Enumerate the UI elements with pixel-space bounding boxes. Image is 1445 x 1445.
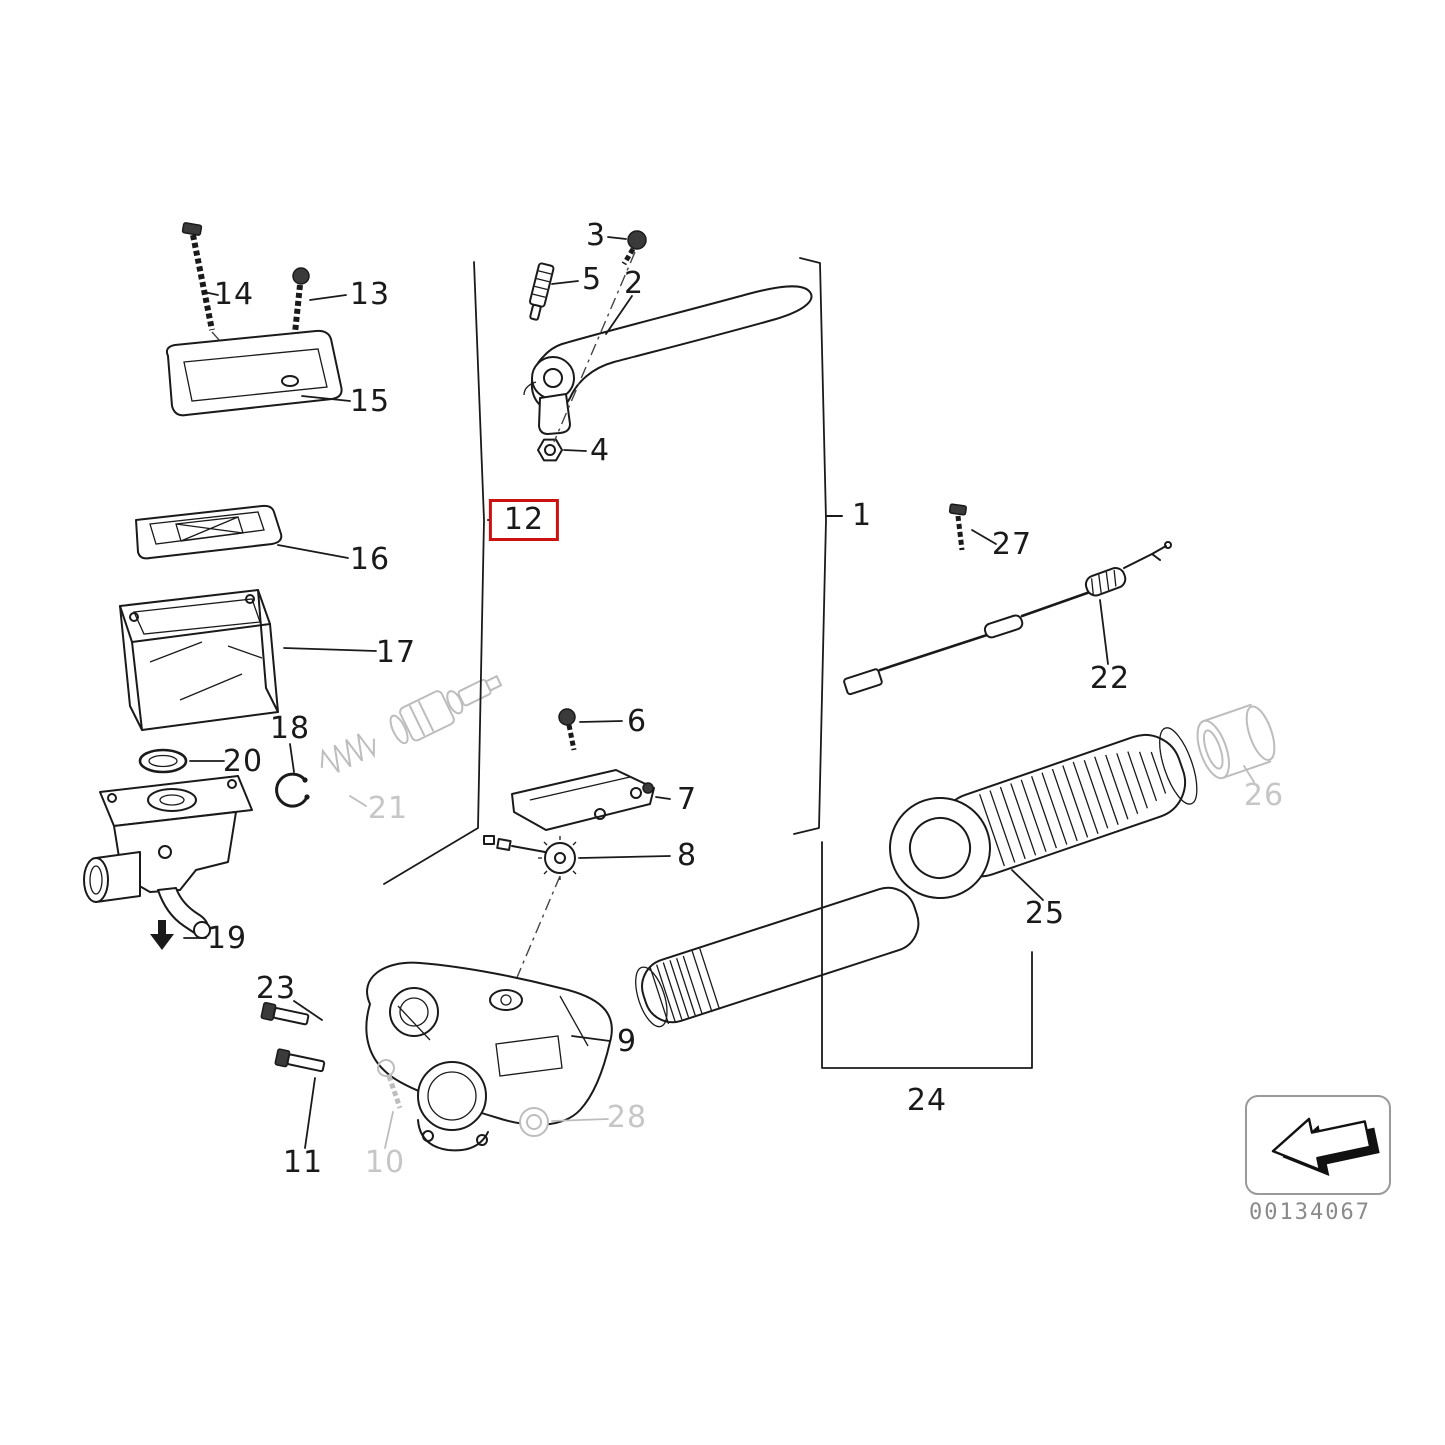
- screw-6-drawing: [558, 708, 577, 751]
- part-label-19[interactable]: 19: [206, 921, 248, 956]
- screw-10-drawing: [377, 1059, 403, 1109]
- part-label-26[interactable]: 26: [1243, 778, 1285, 813]
- part-label-21[interactable]: 21: [367, 791, 409, 826]
- leader-lines-dimmed: [349, 765, 1255, 1149]
- bracket-line-12: [383, 261, 485, 885]
- nut-28-drawing: [519, 1107, 549, 1137]
- bolt-23-drawing: [260, 1001, 310, 1026]
- part-label-12-highlighted[interactable]: 12: [488, 499, 560, 541]
- part-label-13[interactable]: 13: [349, 277, 391, 312]
- part-label-3[interactable]: 3: [585, 218, 607, 253]
- throttle-tube-drawing: [635, 886, 920, 1028]
- part-label-24[interactable]: 24: [906, 1083, 948, 1118]
- master-cylinder-19-drawing: [83, 775, 253, 939]
- screw-3-drawing: [621, 230, 647, 266]
- part-label-20[interactable]: 20: [222, 744, 264, 779]
- adjuster-pin-5-drawing: [529, 262, 555, 321]
- lever-2-drawing: [523, 285, 813, 435]
- projection-line-14: [211, 331, 229, 351]
- leader-lines: [183, 236, 1109, 1149]
- bracket-line-1: [793, 257, 827, 835]
- cable-22-drawing: [843, 541, 1172, 696]
- part-label-2[interactable]: 2: [623, 266, 645, 301]
- part-label-16[interactable]: 16: [349, 542, 391, 577]
- part-label-28[interactable]: 28: [606, 1100, 648, 1135]
- screw-14-drawing: [181, 222, 215, 331]
- part-label-1[interactable]: 1: [851, 498, 873, 533]
- part-label-18[interactable]: 18: [269, 711, 311, 746]
- part-label-14[interactable]: 14: [213, 277, 255, 312]
- circlip-18-drawing: [275, 772, 310, 808]
- brand-box: [1245, 1095, 1391, 1195]
- reservoir-17-drawing: [119, 589, 279, 731]
- part-label-22[interactable]: 22: [1089, 661, 1131, 696]
- part-label-8[interactable]: 8: [676, 838, 698, 873]
- axis-line-lever: [553, 251, 636, 443]
- part-label-23[interactable]: 23: [255, 971, 297, 1006]
- part-label-6[interactable]: 6: [626, 704, 648, 739]
- plate-7-drawing: [511, 769, 655, 831]
- reservoir-cover-15-drawing: [165, 329, 343, 417]
- grip-25-drawing: [889, 727, 1198, 899]
- screw-27-drawing: [948, 503, 967, 551]
- part-label-5[interactable]: 5: [581, 262, 603, 297]
- bracket-line-24: [821, 841, 1033, 1069]
- part-label-4[interactable]: 4: [589, 433, 611, 468]
- part-label-9[interactable]: 9: [616, 1024, 638, 1059]
- nut-4-drawing: [537, 438, 563, 462]
- housing-9-drawing: [365, 961, 613, 1152]
- part-label-11[interactable]: 11: [282, 1145, 324, 1180]
- contact-8-drawing: [483, 835, 582, 880]
- o-ring-20-drawing: [138, 748, 188, 774]
- part-label-27[interactable]: 27: [991, 527, 1033, 562]
- orientation-arrow-19: [150, 920, 174, 950]
- part-label-25[interactable]: 25: [1024, 896, 1066, 931]
- image-code: 00134067: [1249, 1200, 1371, 1225]
- diaphragm-16-drawing: [135, 504, 283, 560]
- bolt-11-drawing: [274, 1048, 326, 1073]
- part-label-10[interactable]: 10: [364, 1145, 406, 1180]
- part-label-17[interactable]: 17: [375, 635, 417, 670]
- axis-line-switch: [509, 875, 561, 995]
- part-label-7[interactable]: 7: [676, 782, 698, 817]
- piston-21-drawing: [320, 674, 503, 773]
- part-label-15[interactable]: 15: [349, 384, 391, 419]
- bushing-26-drawing: [1196, 703, 1276, 780]
- brand-arrow-icon: [1271, 1117, 1380, 1176]
